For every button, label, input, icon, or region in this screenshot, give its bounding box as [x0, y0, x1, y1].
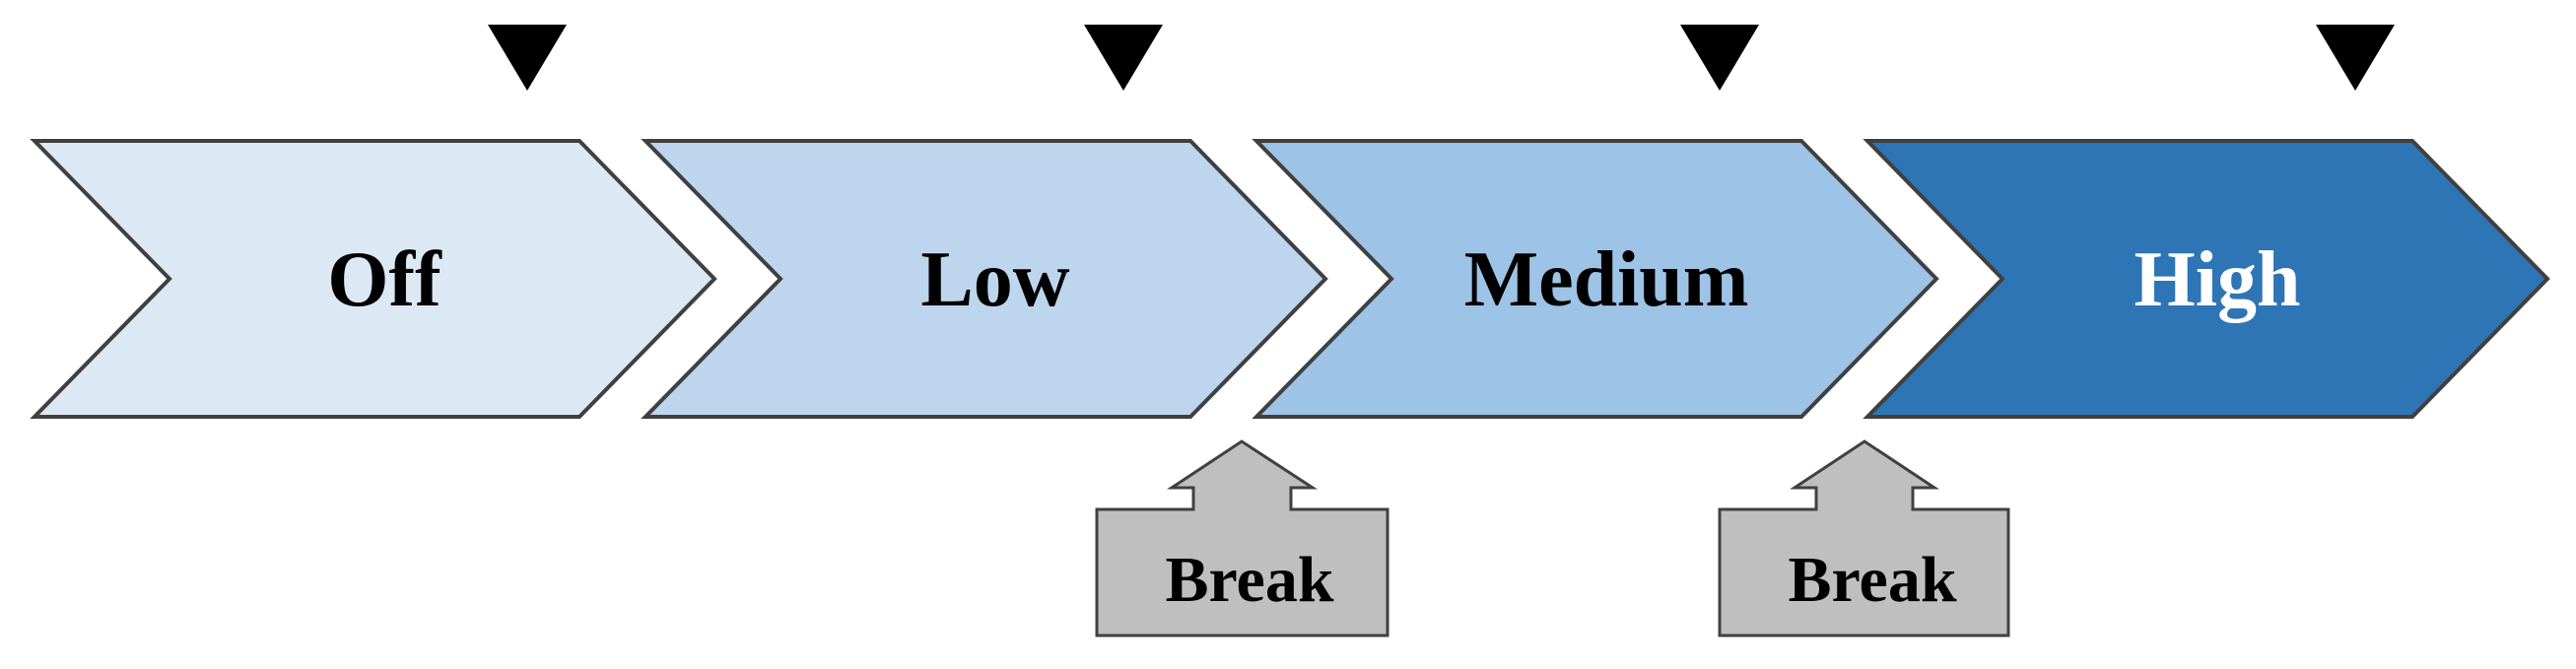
break-callout-2-label: Break	[1788, 544, 1956, 616]
break-callout-1-shape	[1095, 439, 1390, 637]
stage-off-shape	[30, 139, 717, 419]
marker-triangle-2	[1084, 25, 1163, 91]
stage-high-shape	[1863, 139, 2550, 419]
stage-low-label: Low	[920, 236, 1069, 323]
marker-triangle-3	[1680, 25, 1759, 91]
break-callout-2: Break	[1718, 439, 2010, 637]
stage-low-shape	[641, 139, 1328, 419]
stage-high-label: High	[2135, 236, 2301, 323]
break-callout-1-label: Break	[1165, 544, 1333, 616]
marker-triangle-1	[488, 25, 567, 91]
stage-low: Low	[641, 139, 1328, 419]
break-callout-1: Break	[1095, 439, 1390, 637]
marker-triangle-4	[2316, 25, 2395, 91]
stage-medium-shape	[1252, 139, 1939, 419]
stage-high: High	[1863, 139, 2550, 419]
stage-off: Off	[30, 139, 717, 419]
break-callout-2-shape	[1718, 439, 2010, 637]
stage-medium-label: Medium	[1464, 236, 1749, 323]
stage-off-label: Off	[327, 236, 442, 323]
stage-medium: Medium	[1252, 139, 1939, 419]
